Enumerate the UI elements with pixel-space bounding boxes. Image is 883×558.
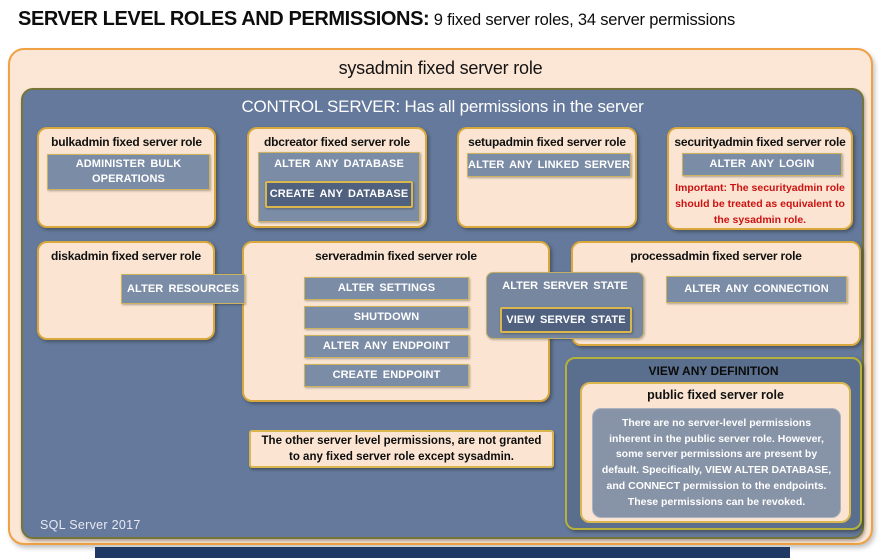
- perm-alter-resources: ALTER RESOURCES: [121, 274, 245, 304]
- perm-alter-any-database: ALTER ANY DATABASE CREATE ANY DATABASE: [258, 152, 420, 222]
- securityadmin-warning: Important: The securityadmin role should…: [675, 182, 845, 226]
- bottom-bar: [95, 547, 790, 558]
- dbcreator-title: dbcreator fixed server role: [263, 135, 410, 149]
- view-any-definition-label: VIEW ANY DEFINITION: [648, 364, 779, 378]
- page-title: SERVER LEVEL ROLES AND PERMISSIONS: 9 fi…: [18, 8, 735, 31]
- perm-administer-bulk-operations: ADMINISTER BULK OPERATIONS: [47, 154, 210, 190]
- perm-alter-settings: ALTER SETTINGS: [304, 277, 469, 300]
- processadmin-title: processadmin fixed server role: [630, 249, 802, 263]
- public-role-box: public fixed server role There are no se…: [580, 382, 851, 523]
- server-state-group: ALTER SERVER STATE VIEW SERVER STATE: [486, 272, 644, 339]
- setupadmin-title: setupadmin fixed server role: [468, 135, 626, 149]
- footer-version: SQL Server 2017: [40, 518, 141, 532]
- bulkadmin-title: bulkadmin fixed server role: [51, 135, 202, 149]
- serveradmin-title: serveradmin fixed server role: [315, 249, 477, 263]
- perm-alter-any-connection: ALTER ANY CONNECTION: [666, 276, 847, 303]
- perm-alter-any-login: ALTER ANY LOGIN: [682, 153, 842, 176]
- control-server-label: CONTROL SERVER: Has all permissions in t…: [241, 97, 644, 116]
- note-box: The other server level permissions, are …: [249, 430, 554, 468]
- role-box-bulkadmin: bulkadmin fixed server role ADMINISTER B…: [37, 127, 216, 228]
- page-title-sub: 9 fixed server roles, 34 server permissi…: [433, 11, 736, 29]
- securityadmin-title: securityadmin fixed server role: [674, 135, 846, 149]
- view-any-definition-box: VIEW ANY DEFINITION public fixed server …: [565, 357, 862, 530]
- perm-alter-server-state: ALTER SERVER STATE: [502, 280, 628, 292]
- perm-shutdown: SHUTDOWN: [304, 306, 469, 329]
- public-role-description: There are no server-level permissions in…: [592, 408, 841, 518]
- role-box-securityadmin: securityadmin fixed server role ALTER AN…: [667, 127, 853, 230]
- control-server-panel: CONTROL SERVER: Has all permissions in t…: [21, 88, 864, 539]
- page-title-main: SERVER LEVEL ROLES AND PERMISSIONS:: [18, 8, 430, 30]
- role-box-dbcreator: dbcreator fixed server role ALTER ANY DA…: [247, 127, 427, 228]
- perm-create-any-database: CREATE ANY DATABASE: [265, 181, 413, 208]
- sysadmin-role-container: sysadmin fixed server role CONTROL SERVE…: [8, 48, 873, 545]
- perm-create-endpoint: CREATE ENDPOINT: [304, 364, 469, 387]
- perm-alter-any-linked-server: ALTER ANY LINKED SERVER: [467, 153, 631, 177]
- role-box-setupadmin: setupadmin fixed server role ALTER ANY L…: [457, 127, 637, 228]
- perm-alter-any-database-label: ALTER ANY DATABASE: [274, 158, 404, 170]
- diskadmin-title: diskadmin fixed server role: [50, 249, 201, 263]
- perm-view-server-state: VIEW SERVER STATE: [500, 307, 632, 333]
- perm-alter-any-endpoint: ALTER ANY ENDPOINT: [304, 335, 469, 358]
- sysadmin-role-label: sysadmin fixed server role: [338, 58, 543, 78]
- public-role-label: public fixed server role: [647, 388, 784, 402]
